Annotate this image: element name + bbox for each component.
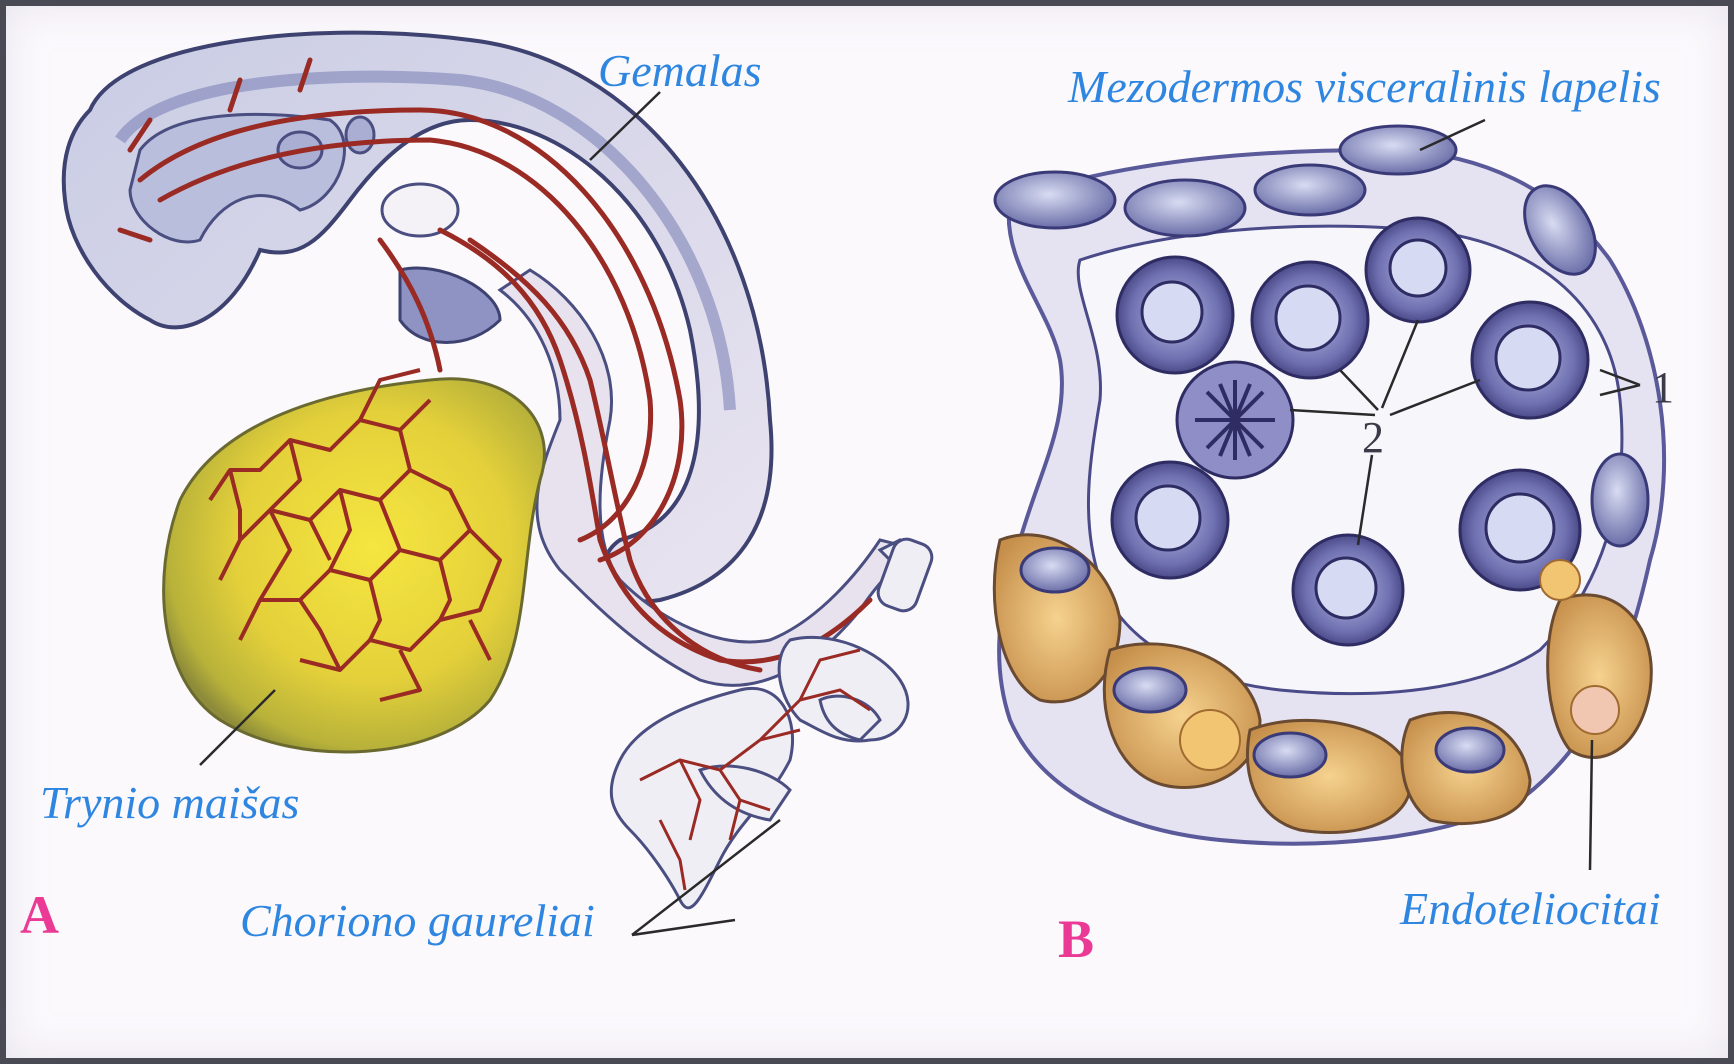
endoteliocitai-leader <box>1590 740 1592 870</box>
label-gemalas: Gemalas <box>598 48 762 94</box>
panel-letter-a: A <box>20 888 59 942</box>
brain-vesicle <box>382 184 458 236</box>
panel-letter-b: B <box>1058 912 1094 966</box>
yolk-sac <box>164 379 545 752</box>
pharynx <box>400 268 500 342</box>
panel-b-blood-island <box>994 126 1664 844</box>
label-mezodermos: Mezodermos visceralinis lapelis <box>1068 64 1661 110</box>
label-choriono-gaureliai: Choriono gaureliai <box>240 898 595 944</box>
label-trynio-maisas: Trynio maišas <box>40 780 299 826</box>
label-number-1: 1 <box>1652 366 1674 410</box>
label-endoteliocitai: Endoteliocitai <box>1400 886 1661 932</box>
label-number-2: 2 <box>1362 416 1384 460</box>
mitotic-figure <box>1195 380 1275 460</box>
otic-vesicle <box>346 117 374 153</box>
